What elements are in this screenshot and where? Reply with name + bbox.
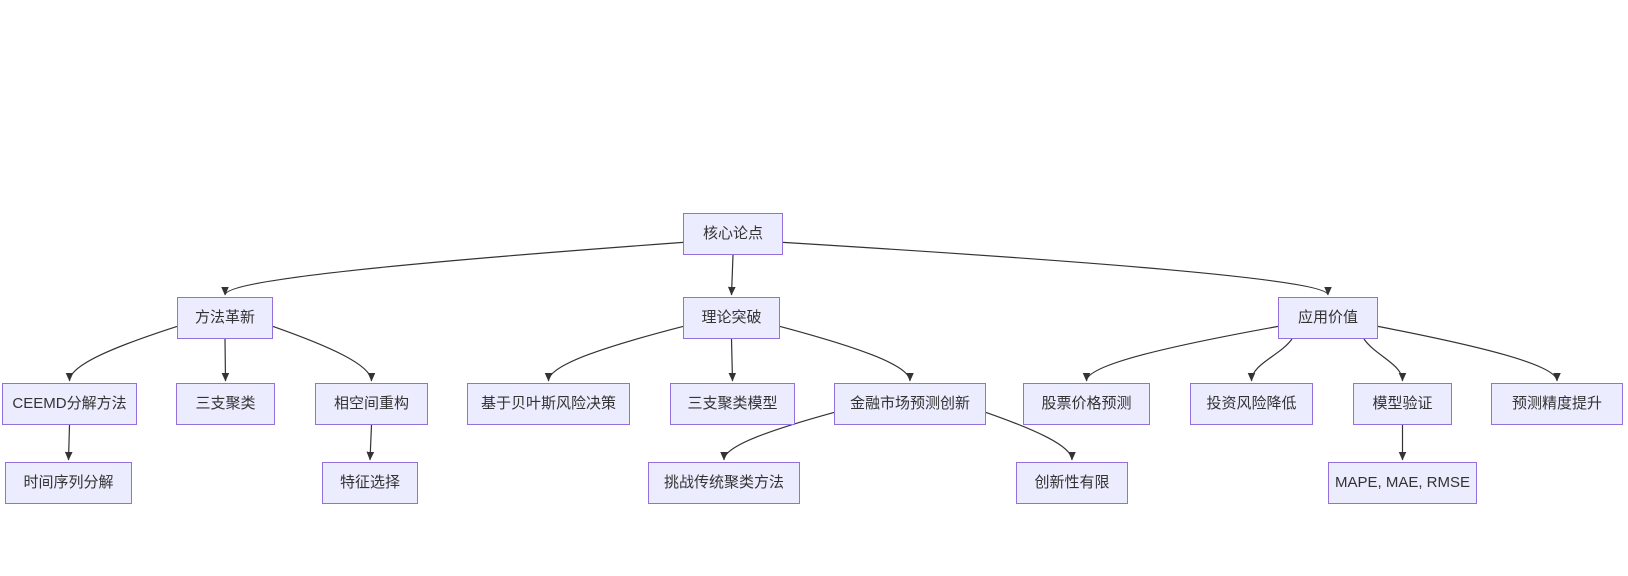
node-finance: 金融市场预测创新 [834, 383, 986, 425]
node-label-phase-space: 相空间重构 [333, 395, 409, 412]
node-label-method: 方法革新 [194, 309, 255, 326]
node-label-ceemd: CEEMD分解方法 [12, 395, 127, 412]
edge-finance-to-challenge [720, 411, 835, 461]
node-stock: 股票价格预测 [1023, 383, 1150, 425]
node-label-stock: 股票价格预测 [1041, 395, 1132, 412]
node-challenge: 挑战传统聚类方法 [648, 462, 800, 504]
edge-theory-to-three-way-model [728, 338, 737, 382]
node-ceemd: CEEMD分解方法 [2, 383, 137, 425]
node-label-application: 应用价值 [1297, 309, 1358, 326]
edge-method-to-three-way [221, 338, 230, 382]
node-label-theory: 理论突破 [701, 309, 762, 326]
node-label-three-way: 三支聚类 [195, 395, 256, 412]
node-accuracy: 预测精度提升 [1491, 383, 1623, 425]
node-theory: 理论突破 [683, 297, 780, 339]
edge-application-to-validation [1363, 338, 1407, 382]
node-three-way: 三支聚类 [176, 383, 275, 425]
node-validation: 模型验证 [1353, 383, 1452, 425]
node-ts-decomp: 时间序列分解 [5, 462, 132, 504]
node-label-three-way-model: 三支聚类模型 [687, 395, 778, 412]
edge-method-to-phase-space [272, 325, 376, 382]
edge-method-to-ceemd [65, 325, 178, 382]
edge-application-to-risk [1247, 338, 1293, 382]
edge-finance-to-limited [985, 411, 1076, 461]
node-label-limited: 创新性有限 [1034, 474, 1110, 491]
node-limited: 创新性有限 [1016, 462, 1128, 504]
node-application: 应用价值 [1278, 297, 1378, 339]
node-metrics: MAPE, MAE, RMSE [1328, 462, 1477, 504]
node-label-root: 核心论点 [702, 225, 763, 242]
node-label-metrics: MAPE, MAE, RMSE [1334, 474, 1471, 491]
node-label-bayes: 基于贝叶斯风险决策 [480, 395, 616, 412]
node-phase-space: 相空间重构 [315, 383, 428, 425]
edge-theory-to-finance [779, 325, 914, 382]
edge-ceemd-to-ts-decomp [64, 424, 73, 461]
node-root: 核心论点 [683, 213, 783, 255]
node-method: 方法革新 [177, 297, 273, 339]
node-label-ts-decomp: 时间序列分解 [23, 474, 114, 491]
edge-theory-to-bayes [544, 325, 684, 382]
edge-root-to-application [782, 241, 1332, 296]
node-label-risk: 投资风险降低 [1206, 395, 1297, 412]
node-feature: 特征选择 [322, 462, 418, 504]
edge-root-to-theory [727, 254, 736, 296]
node-label-finance: 金融市场预测创新 [849, 395, 970, 412]
edge-application-to-stock [1082, 325, 1279, 382]
node-bayes: 基于贝叶斯风险决策 [467, 383, 630, 425]
node-risk: 投资风险降低 [1190, 383, 1313, 425]
edge-phase-space-to-feature [366, 424, 375, 461]
node-label-challenge: 挑战传统聚类方法 [663, 474, 784, 491]
edge-application-to-accuracy [1377, 325, 1561, 382]
node-three-way-model: 三支聚类模型 [670, 383, 795, 425]
node-label-feature: 特征选择 [339, 474, 400, 491]
node-label-validation: 模型验证 [1372, 395, 1433, 412]
edge-root-to-method [221, 241, 684, 296]
node-label-accuracy: 预测精度提升 [1511, 395, 1602, 412]
